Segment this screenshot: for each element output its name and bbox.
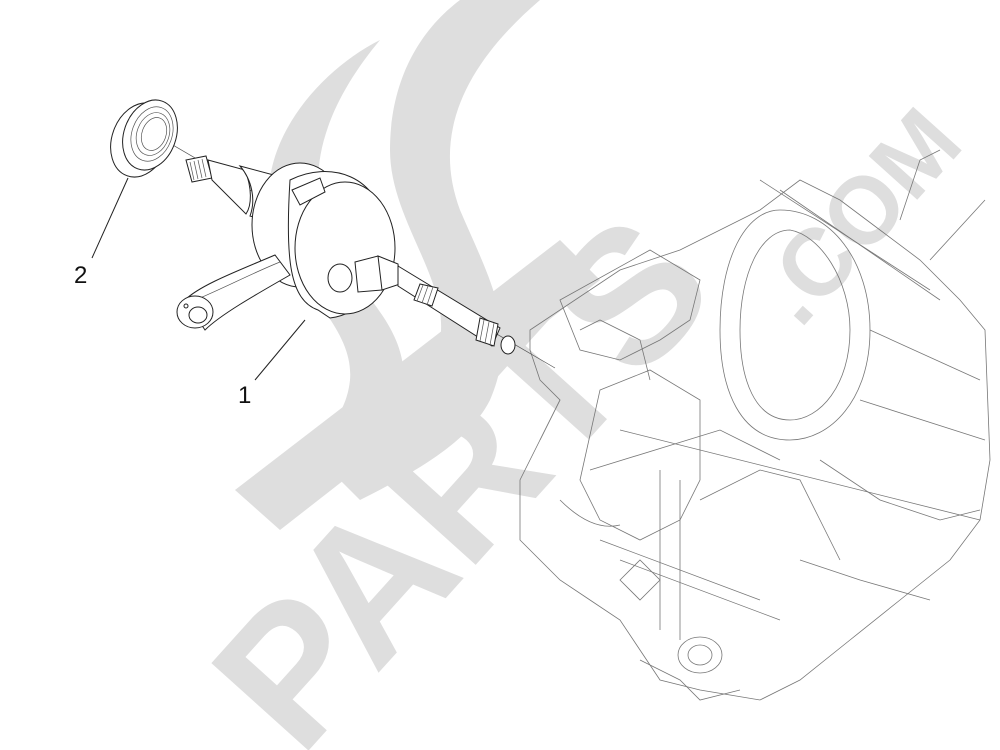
callout-leader-2 [91, 177, 129, 259]
bearing [110, 99, 178, 178]
callout-label-1: 1 [238, 382, 252, 409]
callout-leader-1 [254, 319, 306, 381]
callout-label-2: 2 [74, 262, 88, 289]
crankshaft [176, 155, 516, 355]
watermark: PARTS .COM [173, 0, 982, 750]
watermark-suffix-text: .COM [737, 89, 982, 344]
engine-crankcase [519, 149, 991, 701]
